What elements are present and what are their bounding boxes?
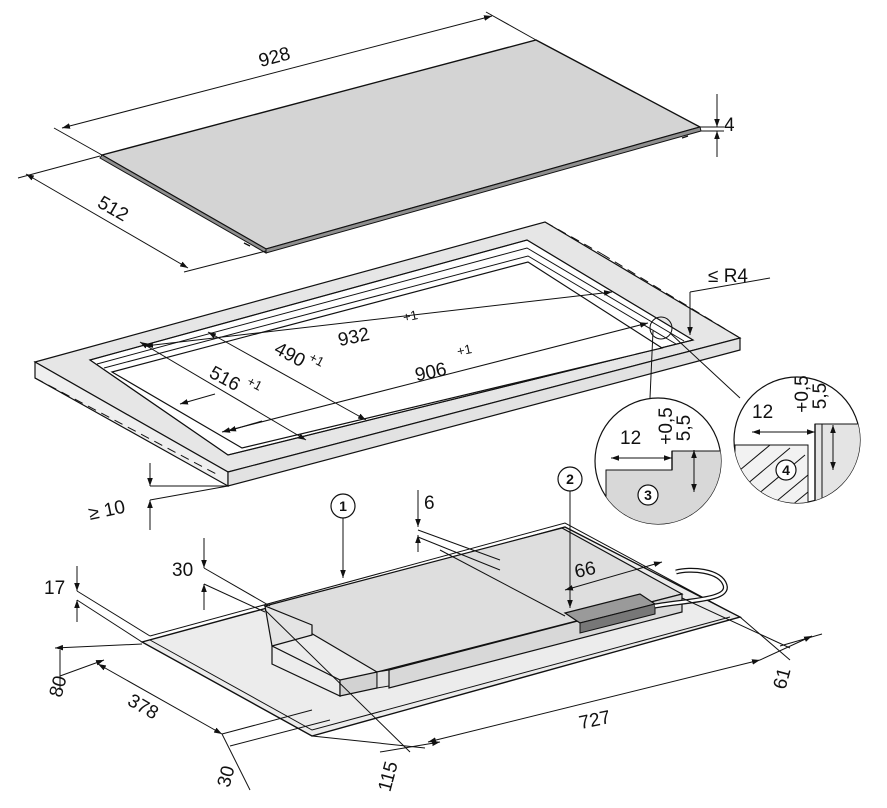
glass-width-label: 928 <box>257 43 293 71</box>
inner-depth-tolerance: +1 <box>307 349 327 369</box>
dimension-80: 80 <box>46 643 143 700</box>
dimension-66: 66 <box>564 558 663 591</box>
detail-4-width-label: 12 <box>752 402 773 423</box>
corner-radius-label: ≤ R4 <box>708 266 748 287</box>
glass-ceramic-top <box>99 39 702 254</box>
outer-length-tolerance: +1 <box>402 307 420 325</box>
dimension-80-label: 80 <box>46 674 72 700</box>
detail-3-rebate: 12 +0,5 5,5 3 <box>594 397 722 525</box>
detail-3-depth-tolerance: +0,5 <box>656 407 677 445</box>
dimension-66-label: 66 <box>573 558 598 583</box>
callout-2-label: 2 <box>566 471 574 487</box>
detail-4-callout: 4 <box>782 462 790 478</box>
worktop-thickness-label: ≥ 10 <box>87 497 127 525</box>
dimension-727-label: 727 <box>577 707 612 734</box>
dimension-378-label: 378 <box>124 690 162 724</box>
dimension-30-top-label: 30 <box>172 560 193 581</box>
glass-depth-label: 512 <box>94 192 132 226</box>
dimension-512: 512 <box>17 155 267 273</box>
detail-3-callout: 3 <box>644 487 652 503</box>
detail-4-depth-tolerance: +0,5 <box>792 375 813 413</box>
dimension-6-label: 6 <box>424 493 435 514</box>
dimension-115-label: 115 <box>375 759 403 794</box>
hob-body <box>140 522 742 737</box>
dimension-30-top: 30 <box>172 538 271 613</box>
detail-3-width-label: 12 <box>620 428 641 449</box>
dimension-6: 6 <box>415 490 501 571</box>
detail-3-depth-label: 5,5 <box>674 415 695 441</box>
inner-length-tolerance: +1 <box>456 341 474 359</box>
dimension-30-bottom-label: 30 <box>214 764 240 790</box>
dimension-61-label: 61 <box>770 666 796 692</box>
corner-radius: ≤ R4 <box>687 266 771 335</box>
dimension-4: 4 <box>700 94 735 157</box>
dimension-17-label: 17 <box>44 578 65 599</box>
callout-1-label: 1 <box>339 498 347 514</box>
detail-4-depth-label: 5,5 <box>810 383 831 409</box>
callout-1: 1 <box>330 493 356 578</box>
glass-thickness-label: 4 <box>724 115 735 136</box>
detail-4-rebate: 12 +0,5 5,5 4 <box>733 375 861 504</box>
dimension-17: 17 <box>44 566 151 643</box>
